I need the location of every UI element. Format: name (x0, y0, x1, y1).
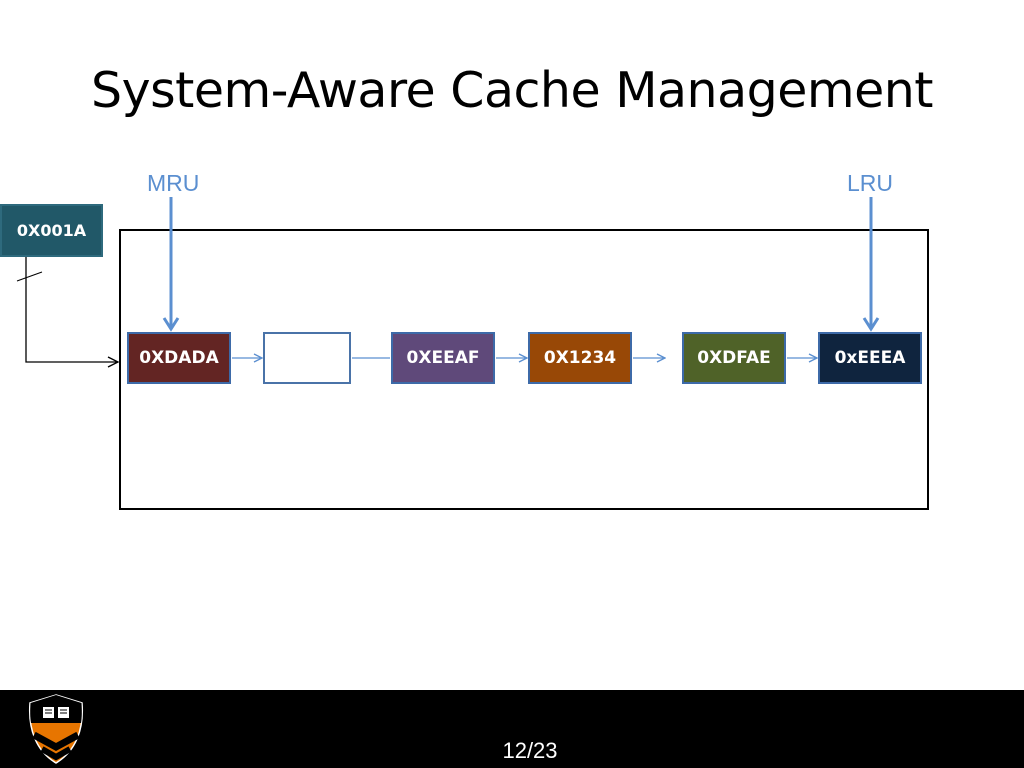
princeton-shield-icon (28, 694, 84, 764)
cache-set-frame (119, 229, 929, 510)
cache-block-lru: 0xEEEA (818, 332, 922, 384)
cache-block-5: 0XDFAE (682, 332, 786, 384)
slide-title: System-Aware Cache Management (91, 62, 934, 119)
insertion-tick (16, 271, 43, 282)
mru-label: MRU (147, 170, 200, 196)
footer-bar (0, 690, 1024, 768)
cache-block-4: 0X1234 (528, 332, 632, 384)
connector-arrows (16, 197, 880, 690)
lru-label: LRU (847, 170, 894, 196)
page-number: 12/23 (502, 738, 558, 763)
insertion-arrow (25, 257, 118, 362)
cache-block-mru: 0XDADA (127, 332, 231, 384)
cache-block-empty (263, 332, 351, 384)
cache-block-3: 0XEEAF (391, 332, 495, 384)
incoming-block: 0X001A (0, 204, 103, 257)
